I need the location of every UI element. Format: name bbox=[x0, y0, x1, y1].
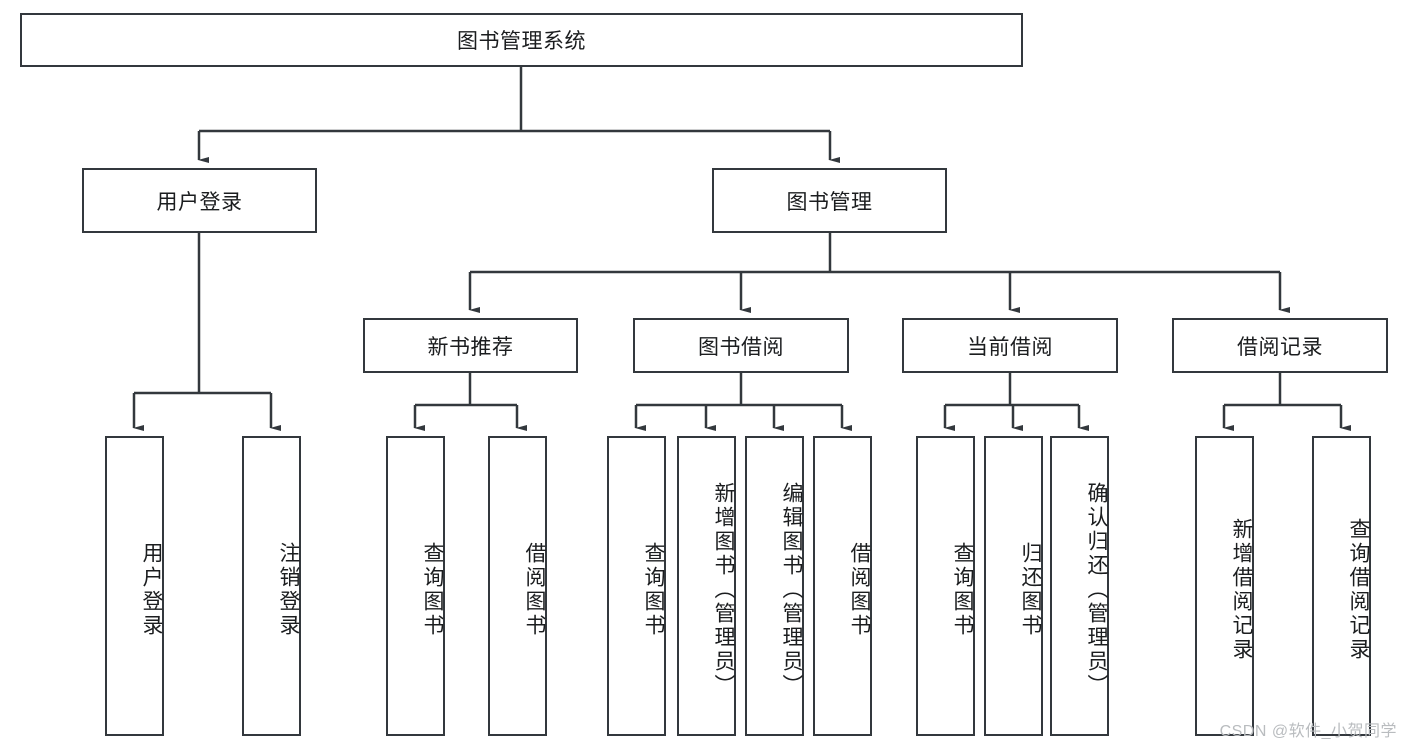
node-label: 新增借阅记录 bbox=[1230, 518, 1253, 662]
node-user-login[interactable]: 用户登录 bbox=[82, 168, 317, 233]
node-label: 归还图书 bbox=[1019, 542, 1042, 638]
node-label: 当前借阅 bbox=[967, 335, 1053, 359]
leaf-recommend-query-book[interactable]: 查询图书 bbox=[386, 436, 445, 736]
node-label: 用户登录 bbox=[156, 190, 243, 214]
node-label: 查询借阅记录 bbox=[1347, 518, 1370, 662]
leaf-recommend-borrow-book[interactable]: 借阅图书 bbox=[488, 436, 547, 736]
node-borrow-record[interactable]: 借阅记录 bbox=[1172, 318, 1388, 373]
watermark: CSDN @软件_小贺同学 bbox=[1219, 723, 1397, 740]
leaf-borrow-edit-book-admin[interactable]: 编辑图书（管理员） bbox=[745, 436, 804, 736]
node-label: 图书借阅 bbox=[698, 335, 784, 359]
node-label: 图书管理 bbox=[786, 190, 873, 214]
node-label: 编辑图书（管理员） bbox=[780, 482, 803, 698]
leaf-user-login-logout[interactable]: 注销登录 bbox=[242, 436, 301, 736]
node-current-borrow[interactable]: 当前借阅 bbox=[902, 318, 1118, 373]
node-label: 注销登录 bbox=[277, 542, 300, 638]
node-book-borrow[interactable]: 图书借阅 bbox=[633, 318, 849, 373]
leaf-borrow-add-book-admin[interactable]: 新增图书（管理员） bbox=[677, 436, 736, 736]
node-label: 借阅图书 bbox=[848, 542, 871, 638]
node-root-system[interactable]: 图书管理系统 bbox=[20, 13, 1023, 67]
node-label: 查询图书 bbox=[642, 542, 665, 638]
node-book-management[interactable]: 图书管理 bbox=[712, 168, 947, 233]
leaf-current-return-book[interactable]: 归还图书 bbox=[984, 436, 1043, 736]
node-label: 借阅记录 bbox=[1237, 335, 1323, 359]
leaf-borrow-query-book[interactable]: 查询图书 bbox=[607, 436, 666, 736]
leaf-record-add-record[interactable]: 新增借阅记录 bbox=[1195, 436, 1254, 736]
node-label: 查询图书 bbox=[421, 542, 444, 638]
leaf-record-query-record[interactable]: 查询借阅记录 bbox=[1312, 436, 1371, 736]
leaf-current-query-book[interactable]: 查询图书 bbox=[916, 436, 975, 736]
node-new-book-recommend[interactable]: 新书推荐 bbox=[363, 318, 578, 373]
node-label: 图书管理系统 bbox=[457, 30, 586, 53]
leaf-current-confirm-return-admin[interactable]: 确认归还（管理员） bbox=[1050, 436, 1109, 736]
leaf-borrow-borrow-book[interactable]: 借阅图书 bbox=[813, 436, 872, 736]
node-label: 新书推荐 bbox=[427, 335, 514, 359]
node-label: 查询图书 bbox=[951, 542, 974, 638]
node-label: 新增图书（管理员） bbox=[712, 482, 735, 698]
node-label: 借阅图书 bbox=[523, 542, 546, 638]
node-label: 用户登录 bbox=[140, 542, 163, 638]
node-label: 确认归还（管理员） bbox=[1085, 482, 1108, 698]
leaf-user-login-login[interactable]: 用户登录 bbox=[105, 436, 164, 736]
